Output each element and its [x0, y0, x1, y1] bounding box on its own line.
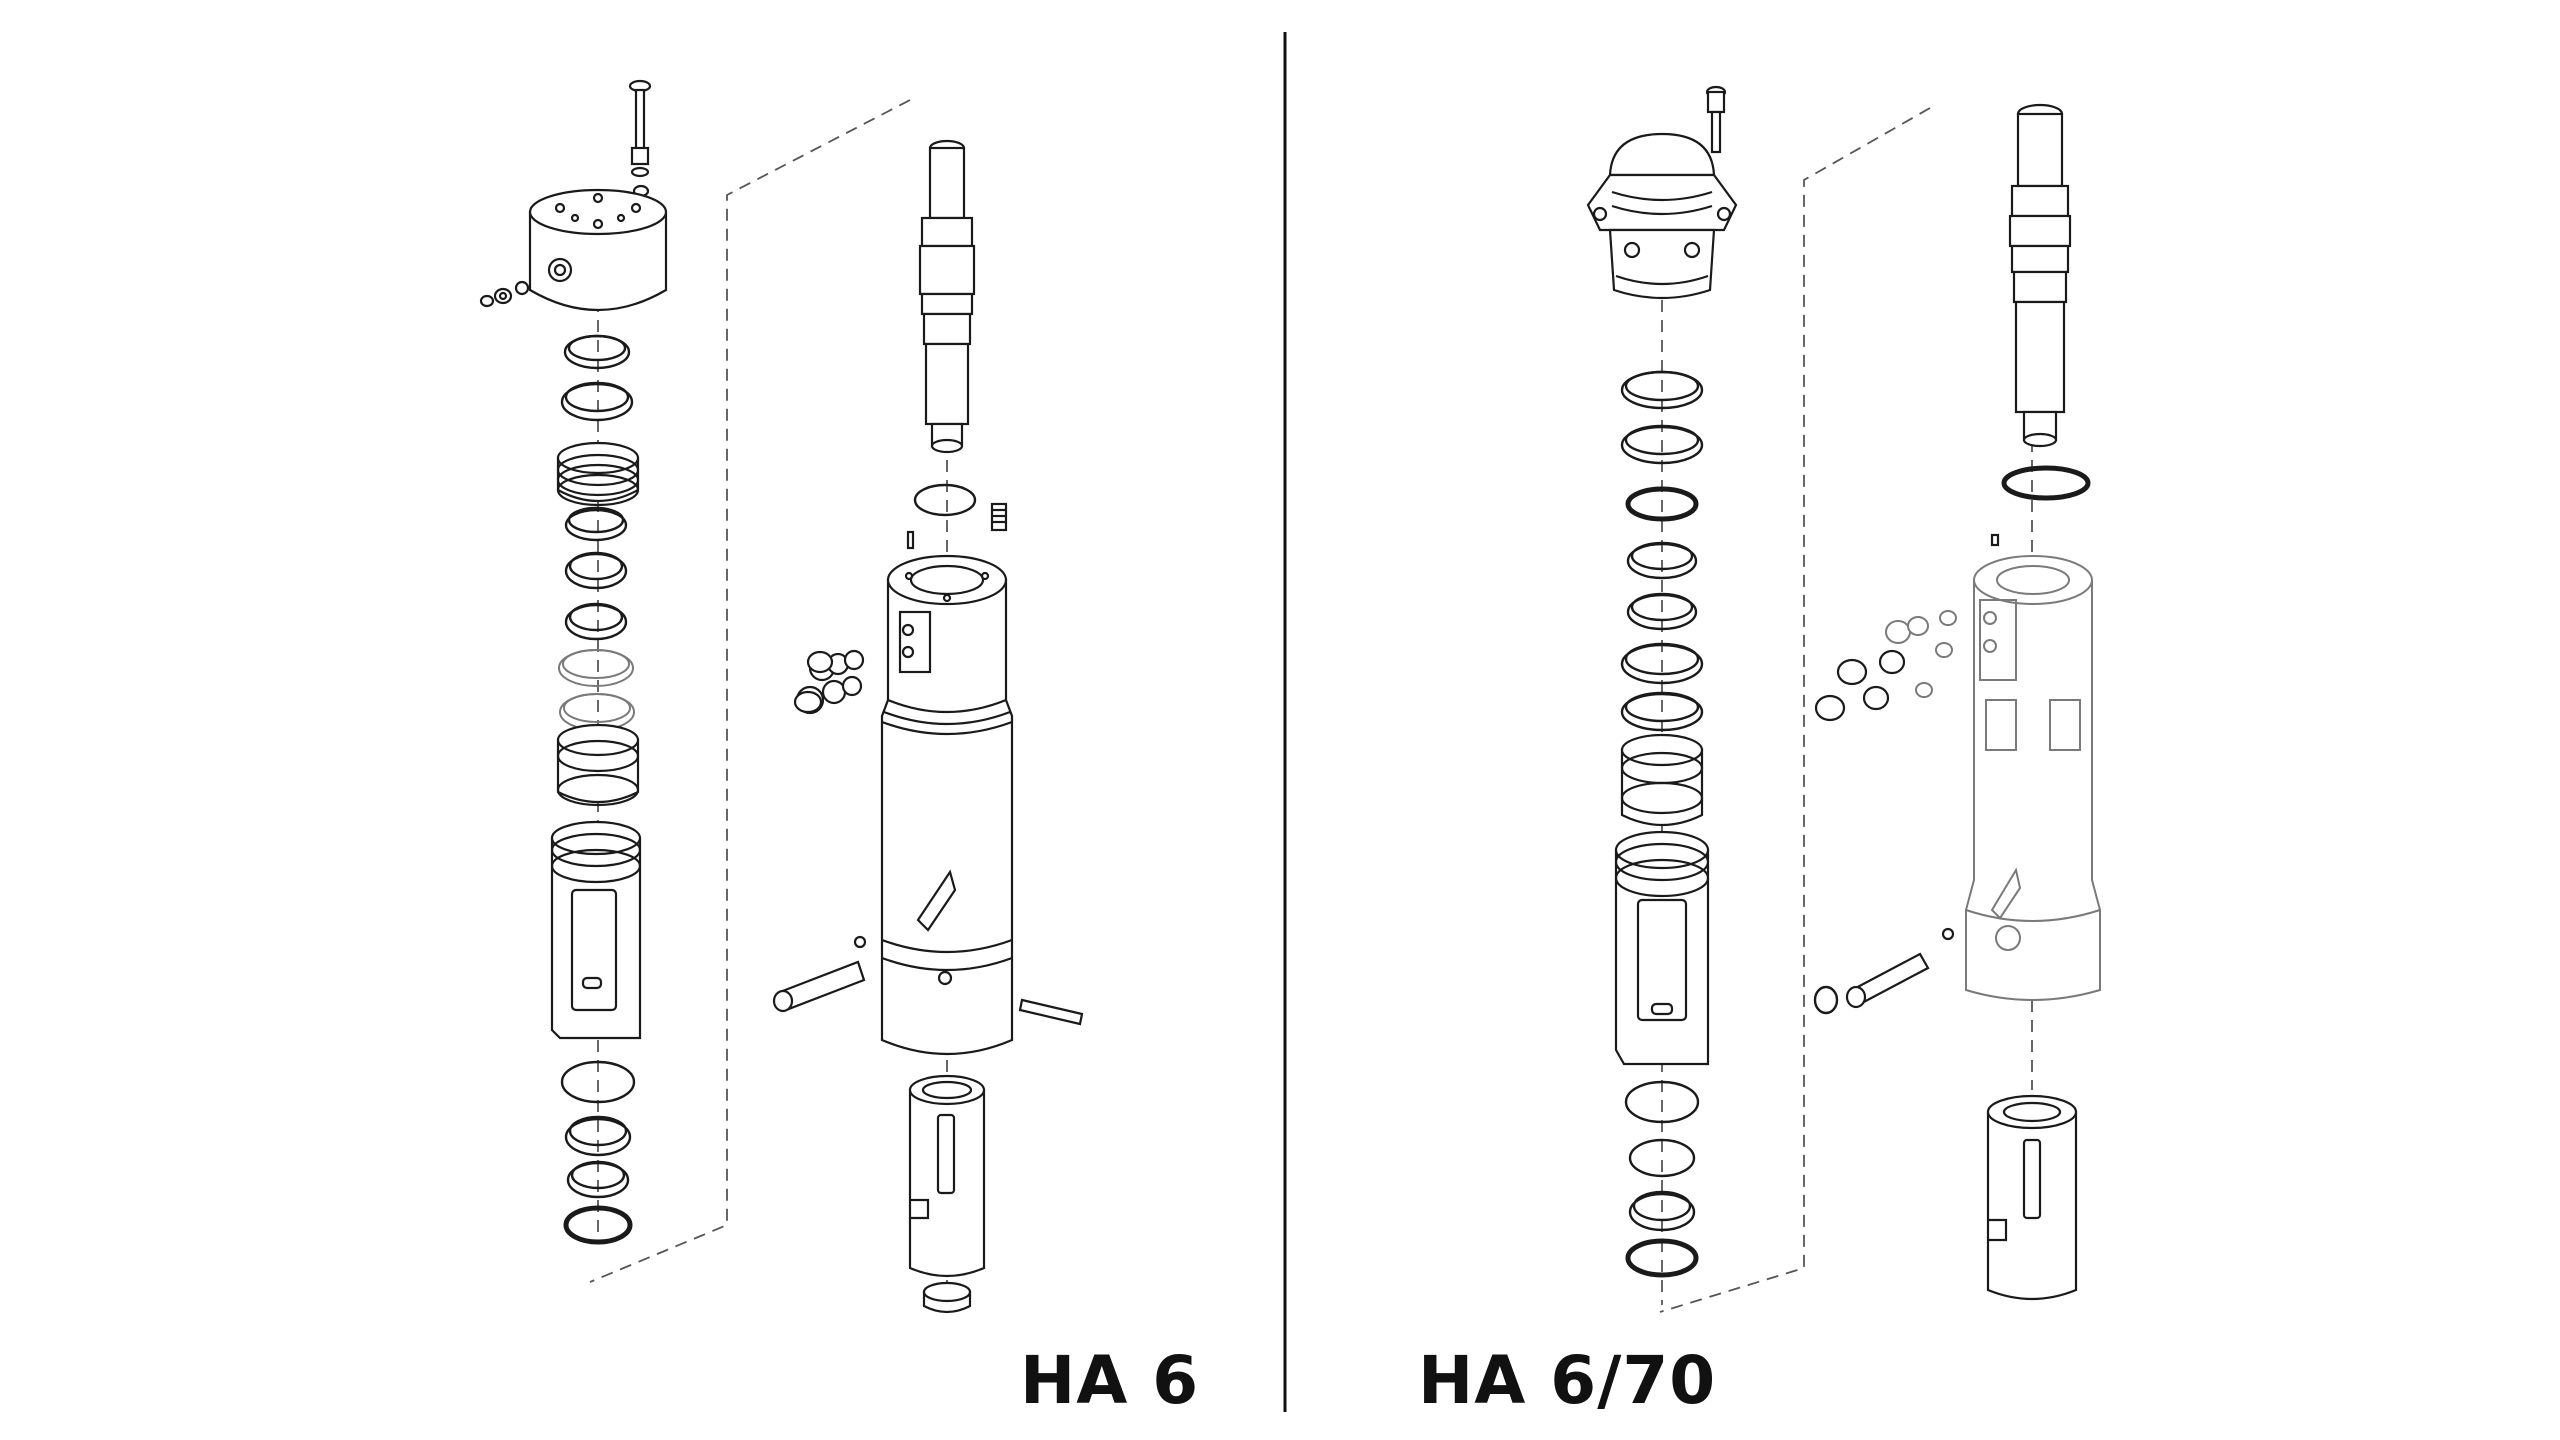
ha670-seal-stack — [1620, 370, 1704, 732]
ha6-guide-nut — [556, 441, 640, 507]
model-label-ha6: HA 6 — [1020, 1342, 1200, 1419]
ha670-valve-sleeve — [1614, 830, 1710, 1066]
ha6-assembly — [479, 79, 1084, 1314]
ha6-spring — [990, 502, 1008, 532]
ha6-small-grub-screw — [853, 935, 867, 949]
ha6-piston-rod — [918, 139, 976, 454]
ha6-retaining-pin-right — [1018, 998, 1084, 1026]
ha670-piston-o-ring — [2001, 465, 2091, 501]
ha670-retaining-pin — [1845, 952, 1930, 1009]
ha6-cylinder-body — [880, 554, 1014, 1056]
ha6-dowel-pin — [906, 530, 915, 550]
ha670-side-plugs — [1814, 610, 1957, 722]
ha6-o-rings — [558, 506, 635, 731]
ha6-piston-o-ring — [913, 483, 977, 517]
ha6-lower-rings — [560, 1060, 636, 1245]
model-label-ha670: HA 6/70 — [1418, 1342, 1717, 1419]
ha670-top-screw — [1705, 85, 1727, 154]
ha670-chisel-bushing — [1986, 1094, 2078, 1301]
ha670-piston-rod — [2008, 103, 2072, 448]
ha6-seal-stack — [560, 334, 634, 422]
ha6-valve-sleeve — [550, 820, 642, 1040]
ha670-assembly — [1586, 85, 2101, 1313]
ha670-dashed-frame — [1659, 107, 1931, 1313]
ha6-dashed-frame — [589, 99, 911, 1283]
ha670-pin-o-ring — [1813, 985, 1839, 1015]
ha670-valve-bushing — [1620, 733, 1704, 827]
ha6-top-screw — [628, 79, 652, 178]
ha6-valve-bushing — [556, 723, 640, 807]
ha670-cylinder-cap — [1586, 132, 1738, 300]
ha6-side-valve-parts — [479, 280, 530, 308]
ha6-cylinder-head — [528, 188, 668, 311]
ha670-lower-rings — [1624, 1080, 1700, 1278]
ha670-dowel-pin — [1990, 533, 2000, 547]
ha6-chisel-bushing — [908, 1074, 986, 1278]
ha6-side-plugs — [793, 649, 865, 715]
ha6-bottom-cap — [922, 1281, 972, 1314]
ha6-retaining-pin-left — [772, 960, 866, 1013]
ha670-small-grub-screw — [1941, 927, 1955, 941]
ha670-cylinder-body — [1965, 555, 2101, 1001]
